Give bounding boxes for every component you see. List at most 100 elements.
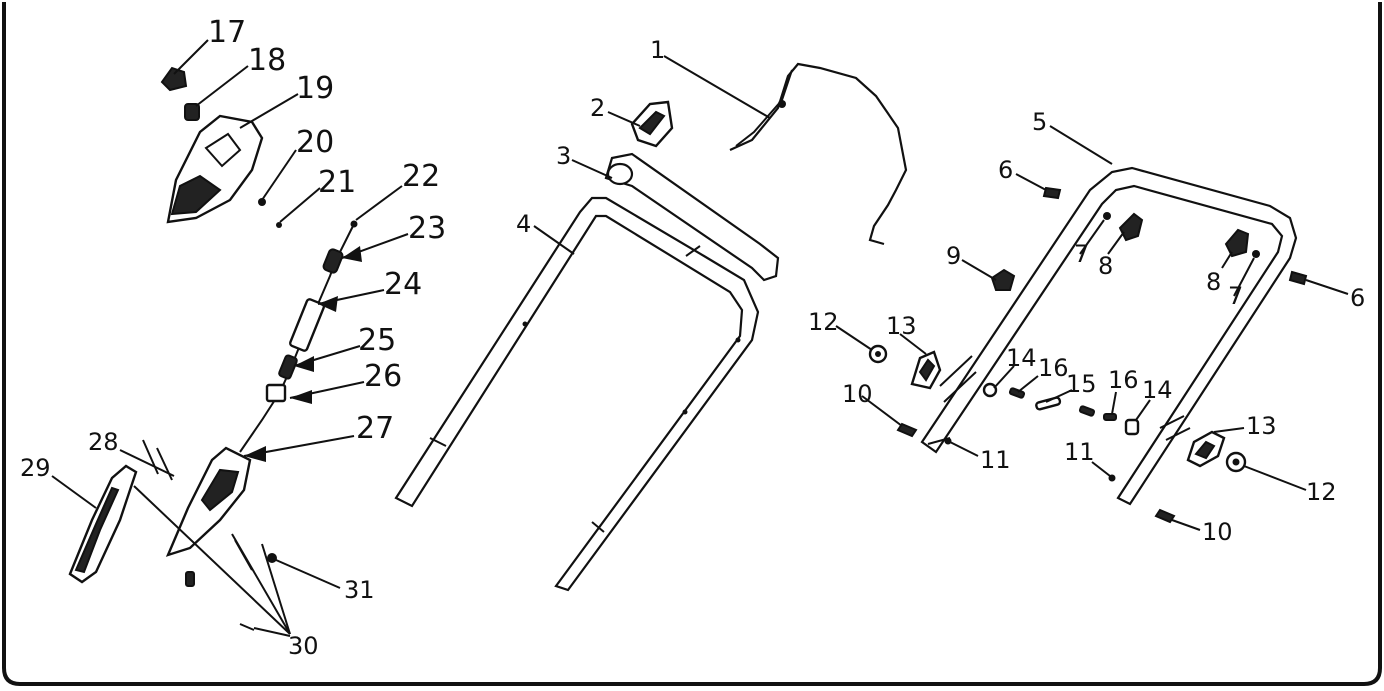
lower-housing-detail [200,468,240,512]
leader-1 [663,55,771,119]
leader-8b [1221,251,1233,269]
bolt-10a-part [896,422,918,438]
callout-7a: 7 [1074,240,1089,268]
leader-14b [1135,399,1151,421]
upper-handle-part [920,166,1298,506]
callout-11a: 11 [980,446,1011,474]
knob-part [160,66,188,92]
upper-handle-slot-right [1159,415,1191,441]
callout-3: 3 [556,142,571,170]
callout-26: 26 [364,359,402,394]
callout-17: 17 [208,15,246,50]
bail-lever-part [729,62,908,246]
leader-18 [195,65,249,107]
nut-11a-part [944,437,952,445]
callout-14b: 14 [1142,376,1173,404]
leader-28 [119,449,175,477]
cable-stop-part [278,354,298,380]
leader-31 [275,559,341,589]
leader-7b [1233,257,1255,297]
callout-27: 27 [356,411,394,446]
pin-16b-part [1078,405,1096,417]
leader-11a [949,441,979,457]
leader-5 [1049,125,1113,165]
callout-15: 15 [1066,370,1097,398]
callout-9: 9 [946,242,961,270]
lower-handle-part [394,196,760,592]
callout-12a: 12 [808,308,839,336]
upper-handle-bar-part [604,152,780,282]
leader-15 [1045,389,1073,403]
arrowhead-27 [244,446,266,462]
bail-pivot [778,100,786,108]
leader-16a [1017,375,1039,393]
callout-6a: 6 [998,156,1013,184]
callout-7b: 7 [1228,282,1243,310]
callout-labels: 1 2 3 4 5 6 6 7 7 8 8 9 10 10 11 11 12 1… [20,15,1365,660]
callout-2: 2 [590,94,605,122]
arrowhead-23 [342,246,362,262]
nut-11b-part [1108,474,1116,482]
leader-30d [133,485,291,635]
callout-23: 23 [408,211,446,246]
callout-6b: 6 [1350,284,1365,312]
control-box-group [68,66,358,631]
leader-22 [355,185,403,221]
callout-24: 24 [384,267,422,302]
spacer-14a-part [982,382,998,398]
nut-part [184,103,200,121]
callout-13b: 13 [1246,412,1277,440]
callout-30: 30 [288,632,319,660]
screw-part [276,222,282,228]
callout-21: 21 [318,165,356,200]
leader-4 [533,225,575,255]
cable-end-part [350,220,358,228]
washer-part [258,198,266,206]
bolt-6b-part [1288,270,1308,286]
leader-6b [1305,279,1349,295]
leader-16b [1111,391,1117,415]
leader-21 [279,187,321,223]
leader-13b [1213,427,1245,433]
callout-19: 19 [296,71,334,106]
nut-12a-center [875,351,881,357]
callout-12b: 12 [1306,478,1337,506]
cable-sleeve-part [322,248,344,274]
callout-1: 1 [650,36,665,64]
callout-31: 31 [344,576,375,604]
clamp-13b-detail [1194,440,1216,460]
leader-13a [899,333,927,355]
leader-8a [1107,231,1125,255]
switch-box-detail [170,174,222,216]
callout-11b: 11 [1064,438,1095,466]
handle-group [394,62,908,592]
callout-5: 5 [1032,108,1047,136]
callout-8a: 8 [1098,252,1113,280]
leader-6a [1015,173,1047,191]
bolt-part [185,571,195,587]
callout-13a: 13 [886,312,917,340]
leader-17 [173,39,209,75]
leader-7a [1079,219,1105,255]
leader-30c [231,533,291,635]
switch-box-window [204,132,242,168]
lower-handle-joint [429,245,701,533]
clip-part [265,383,287,403]
arrowhead-24 [318,296,338,312]
leader-30b [261,543,291,635]
lower-handle-hole-a [522,321,528,327]
washer-7a-part [1103,212,1111,220]
callout-8b: 8 [1206,268,1221,296]
handle-clip-detail [638,110,666,136]
leader-20 [261,149,297,201]
leader-14a [993,365,1015,389]
callout-16a: 16 [1038,354,1069,382]
lower-handle-hole-c [735,337,741,343]
pin-16c-part [1103,413,1117,421]
washer-7b-part [1252,250,1260,258]
clip-9-part [990,268,1016,291]
nut-12b-center [1232,458,1240,466]
leader-30a [253,627,291,637]
